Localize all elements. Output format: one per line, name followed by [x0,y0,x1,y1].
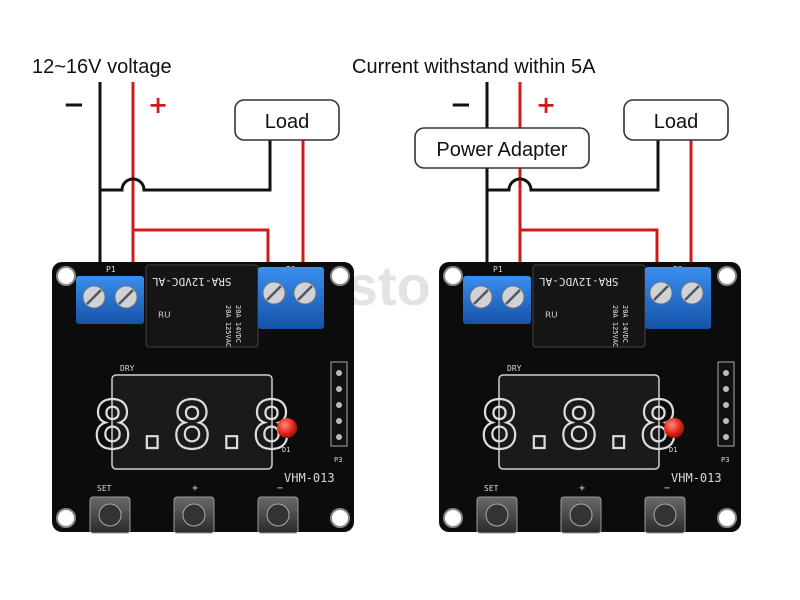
right-display-digits: 8.8.8 [480,387,679,464]
left-header-pin-2 [336,386,342,392]
left-relay-ul-mark: ᴿᵁ [158,310,171,326]
right-supply-label: Current withstand within 5A [352,56,596,78]
right-terminal-p1-label: P1 [493,265,503,274]
right-mount-hole-bl [443,508,463,528]
right-wires [485,82,693,272]
left-display-digits: 8.8.8 [93,387,292,464]
left-mount-hole-br [330,508,350,528]
left-relay-model: SRA-12VDC-AL [152,275,232,288]
right-adapter-box [414,127,590,169]
right-diagram: Current withstand within 5A − + Power Ad… [352,56,741,534]
left-mount-hole-tr [330,266,350,286]
right-relay-ul-mark: ᴿᵁ [545,310,558,326]
left-display-label: DRY [120,364,135,373]
left-header-pin-3 [336,402,342,408]
right-button-set-label: SET [484,484,499,493]
left-supply-label: 12~16V voltage [32,56,172,78]
left-led-label: D1 [282,446,290,454]
right-module: P1 SRA-12VDC-AL 20A 14VDC 20A 125VAC ᴿᵁ … [439,262,741,534]
left-load-box [234,99,340,141]
left-mount-hole-bl [56,508,76,528]
right-mount-hole-br [717,508,737,528]
left-board-name: VHM-013 [284,471,335,485]
left-minus-symbol: − [63,90,85,120]
right-header-pin-3 [723,402,729,408]
right-wire-load-negative [487,138,660,192]
left-wire-positive-to-relay [133,228,270,272]
right-mount-hole-tr [717,266,737,286]
right-load-box [623,99,729,141]
right-terminal-p1-slot-2 [505,289,521,305]
left-wire-load-negative [100,138,272,192]
left-terminal-p1-slot-1 [86,289,102,305]
right-display-label: DRY [507,364,522,373]
right-relay-rating-1: 20A 14VDC [621,305,629,343]
right-button-plus[interactable] [560,496,602,534]
right-button-set[interactable] [476,496,518,534]
left-plus-symbol: + [148,91,168,119]
right-mount-hole-tl [443,266,463,286]
left-button-plus-label: + [192,483,198,494]
right-button-plus-label: + [579,483,585,494]
left-relay-rating-2: 20A 125VAC [224,305,232,347]
left-button-minus[interactable] [257,496,299,534]
left-led [277,418,297,438]
left-relay-rating-1: 20A 14VDC [234,305,242,343]
left-header-pin-5 [336,434,342,440]
right-wire-positive-to-relay [520,228,659,272]
left-terminal-p1-label: P1 [106,265,116,274]
right-relay-rating-2: 20A 125VAC [611,305,619,347]
right-plus-symbol: + [536,91,556,119]
left-button-minus-label: − [277,483,283,494]
right-led [664,418,684,438]
left-terminal-p1-slot-2 [118,289,134,305]
right-led-label: D1 [669,446,677,454]
left-module: P1 SRA-12VDC-AL 20A 14VDC 20A 125VAC ᴿᵁ … [52,262,354,534]
left-header-pin-4 [336,418,342,424]
right-header-pin-4 [723,418,729,424]
left-display [111,374,273,470]
right-header-pin-5 [723,434,729,440]
left-terminal-p2-slot-2 [297,285,313,301]
left-terminal-p2-slot-1 [266,285,282,301]
right-board-name: VHM-013 [671,471,722,485]
left-load-label: Load [265,111,310,133]
left-mount-hole-tl [56,266,76,286]
right-button-minus-label: − [664,483,670,494]
left-header-label: P3 [334,456,342,464]
right-terminal-p2-slot-1 [653,285,669,301]
left-button-set-label: SET [97,484,112,493]
left-wires [98,82,305,272]
right-adapter-label: Power Adapter [436,139,568,161]
left-button-plus[interactable] [173,496,215,534]
right-terminal-p2-slot-2 [684,285,700,301]
right-relay-model: SRA-12VDC-AL [539,275,619,288]
right-button-minus[interactable] [644,496,686,534]
right-terminal-p1-slot-1 [473,289,489,305]
right-header-pin-2 [723,386,729,392]
right-display [498,374,660,470]
right-header-pin-1 [723,370,729,376]
left-button-set[interactable] [89,496,131,534]
left-header-pin-1 [336,370,342,376]
right-minus-symbol: − [450,90,472,120]
left-diagram: 12~16V voltage − + Load P1 [32,56,354,534]
right-header-label: P3 [721,456,729,464]
right-load-label: Load [654,111,699,133]
